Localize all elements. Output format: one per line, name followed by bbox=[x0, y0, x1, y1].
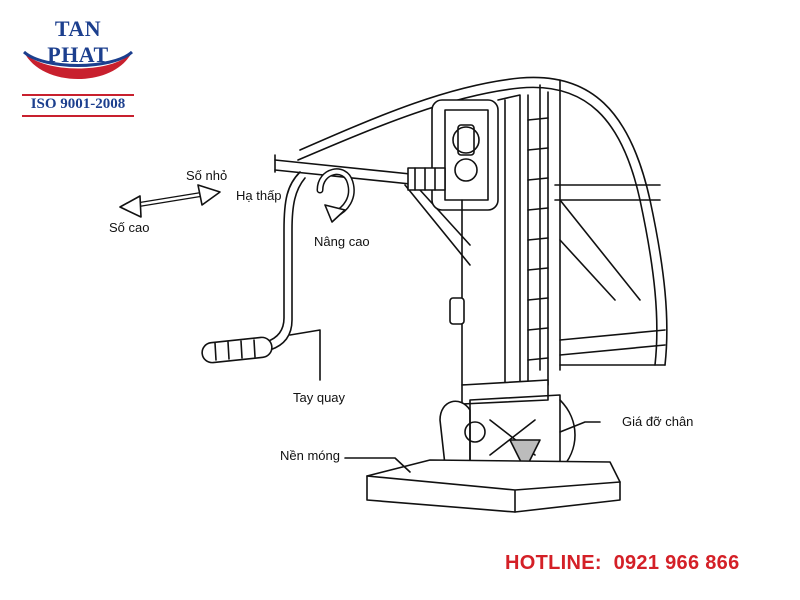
label-low-gear: Số nhỏ bbox=[186, 168, 228, 183]
crank-handle bbox=[269, 177, 306, 351]
crank-grip bbox=[201, 336, 273, 364]
label-base: Nền móng bbox=[280, 448, 340, 463]
leader-tay-quay bbox=[289, 329, 321, 381]
logo-divider-top bbox=[22, 94, 134, 96]
trailer-frame-arc bbox=[299, 76, 668, 366]
label-foot-support: Giá đỡ chân bbox=[622, 414, 694, 429]
logo-divider-bottom bbox=[22, 115, 134, 117]
leader-gia-do-chan bbox=[559, 421, 601, 433]
hotline: HOTLINE: 0921 966 866 bbox=[505, 552, 740, 575]
label-lower: Hạ thấp bbox=[236, 188, 282, 203]
label-high-gear: Số cao bbox=[109, 220, 150, 235]
label-crank-handle: Tay quay bbox=[293, 390, 346, 405]
inner-leg-collar bbox=[461, 379, 549, 405]
logo-swoosh-icon bbox=[22, 50, 134, 79]
hotline-label: HOTLINE: bbox=[505, 552, 602, 574]
company-logo: TAN PHAT ISO 9001-2008 bbox=[22, 14, 134, 117]
hotline-number[interactable]: 0921 966 866 bbox=[613, 552, 740, 574]
base-plate bbox=[366, 459, 621, 513]
logo-iso-text: ISO 9001-2008 bbox=[30, 96, 126, 112]
trailer-frame-beam bbox=[554, 184, 661, 201]
leader-nen-mong bbox=[344, 457, 411, 473]
label-raise: Nâng cao bbox=[314, 234, 370, 249]
